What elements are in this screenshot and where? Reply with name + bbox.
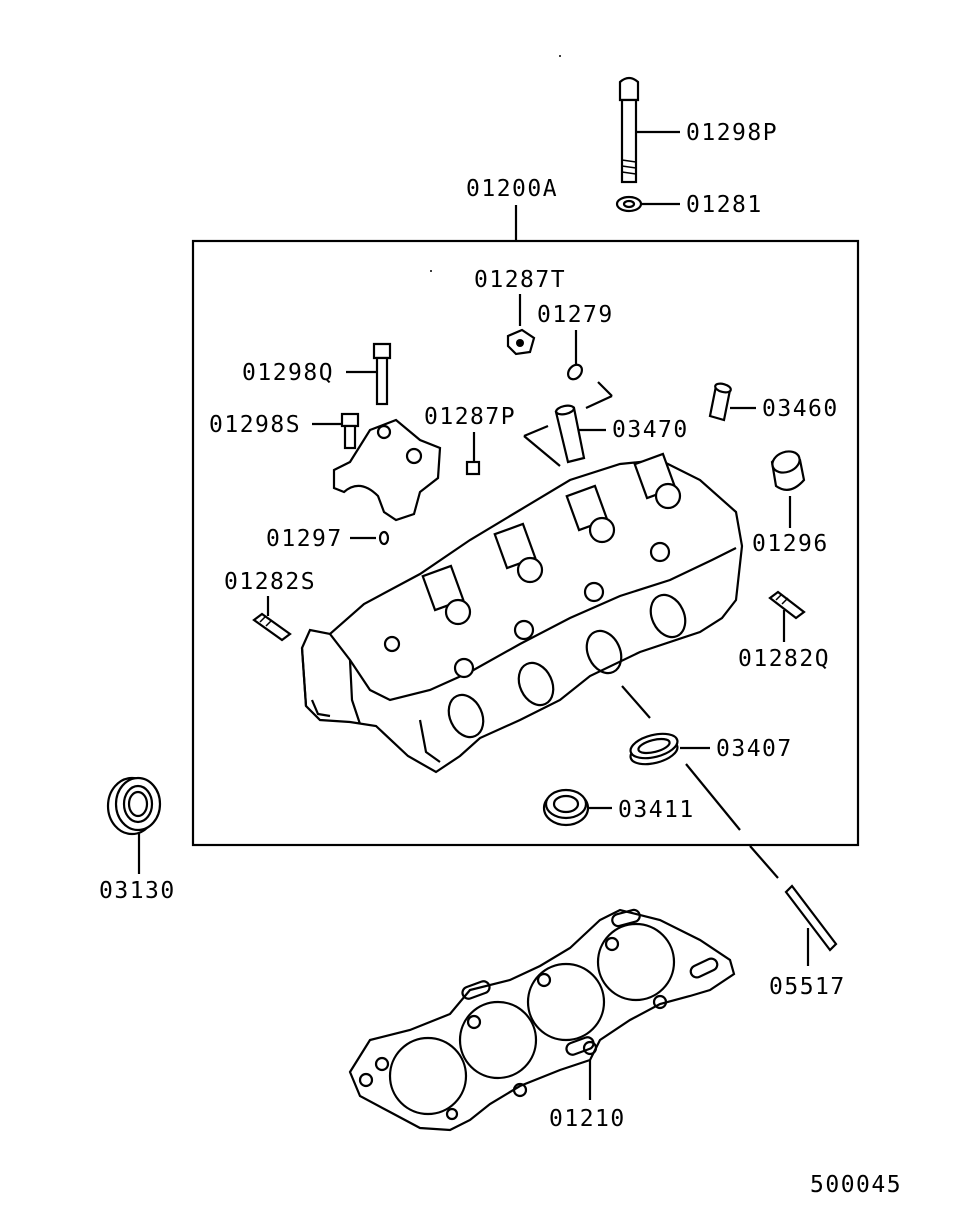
label-01298Q[interactable]: 01298Q (242, 360, 334, 386)
label-01279[interactable]: 01279 (537, 302, 614, 328)
label-05517[interactable]: 05517 (769, 974, 846, 1000)
label-03411[interactable]: 03411 (618, 797, 695, 823)
oring-01279-part (567, 363, 583, 381)
label-01282Q[interactable]: 01282Q (738, 646, 830, 672)
label-01287P[interactable]: 01287P (424, 404, 516, 430)
label-03460[interactable]: 03460 (762, 396, 839, 422)
label-01298S[interactable]: 01298S (209, 412, 301, 438)
speck (430, 270, 432, 272)
seal-03407-part (629, 732, 679, 766)
label-01210[interactable]: 01210 (549, 1106, 626, 1132)
bolt-01298P-part (618, 76, 640, 184)
bolt-01298Q-part (372, 342, 392, 406)
washer-01281-part (615, 195, 643, 213)
cap-plug-01296-part (770, 450, 806, 491)
leader-lines (137, 130, 810, 1100)
label-01296[interactable]: 01296 (752, 531, 829, 557)
stud-01282S-part (252, 612, 292, 642)
cylinder-head-part (300, 452, 744, 774)
speck (559, 55, 561, 57)
head-gasket-01210-part (348, 908, 736, 1132)
label-01287T[interactable]: 01287T (474, 267, 566, 293)
oil-seal-03130-part (106, 776, 162, 836)
pin-05517-part (784, 884, 838, 952)
plug-01287T-part (506, 328, 536, 356)
label-03407[interactable]: 03407 (716, 736, 793, 762)
stud-01282Q-part (768, 590, 806, 620)
diagram-code: 500045 (810, 1172, 902, 1198)
label-03130[interactable]: 03130 (99, 878, 176, 904)
assembly-box (191, 239, 860, 847)
washer-01297-part (378, 530, 390, 546)
cam-cap-part (332, 418, 442, 522)
bolt-01298S-part (340, 412, 360, 450)
label-01297[interactable]: 01297 (266, 526, 343, 552)
seal-03411-part (542, 788, 590, 827)
plug-03460-part (708, 382, 732, 422)
label-01282S[interactable]: 01282S (224, 569, 316, 595)
plug-01287P-part (465, 460, 481, 476)
sleeve-03470-part (554, 404, 586, 464)
label-03470[interactable]: 03470 (612, 417, 689, 443)
label-01200A[interactable]: 01200A (466, 176, 558, 202)
label-01298P[interactable]: 01298P (686, 120, 778, 146)
label-01281[interactable]: 01281 (686, 192, 763, 218)
